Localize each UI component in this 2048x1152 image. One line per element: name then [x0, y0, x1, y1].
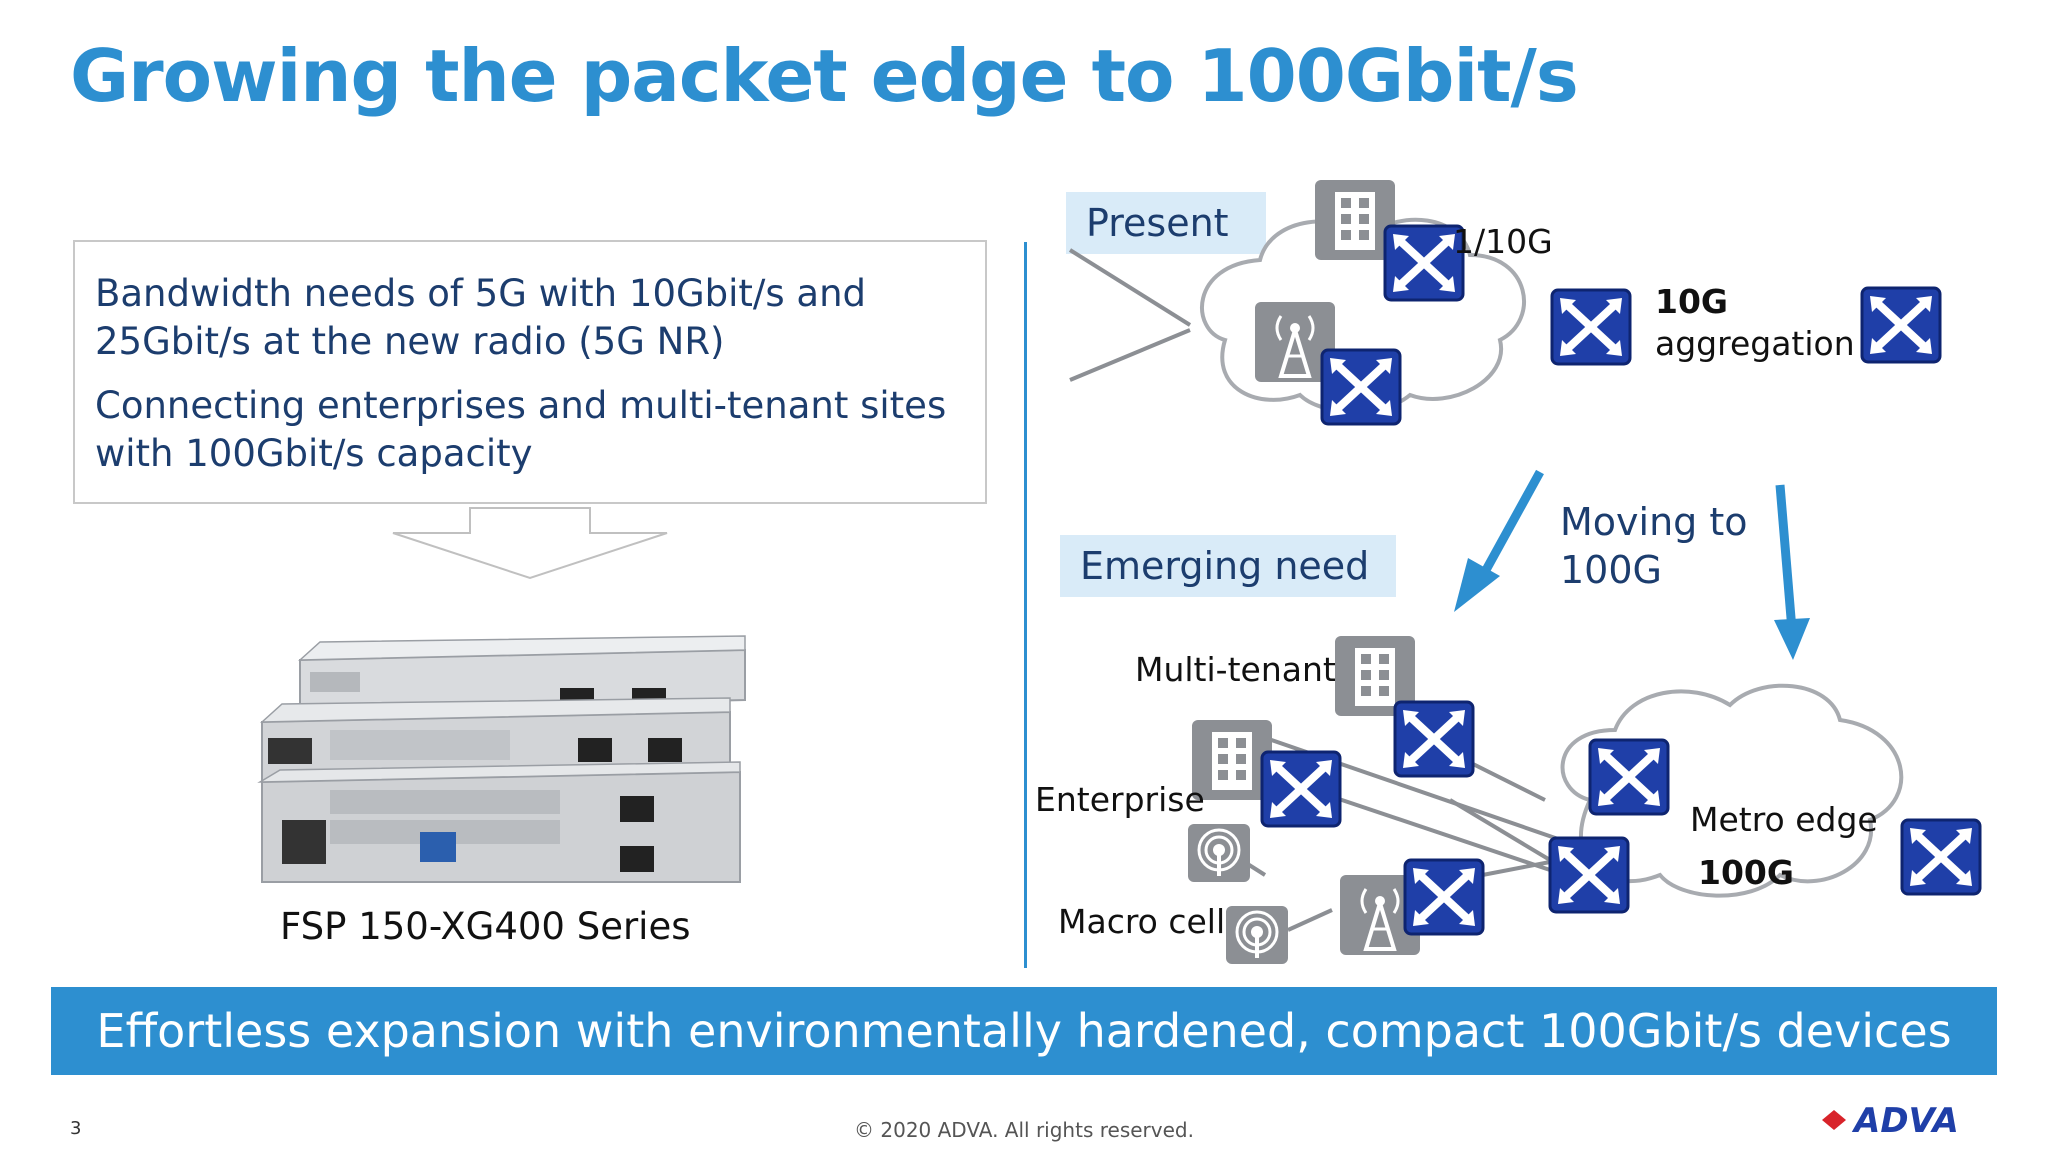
metro-cloud — [1560, 683, 1904, 898]
copyright-text: © 2020 ADVA. All rights reserved. — [854, 1118, 1194, 1142]
metro-speed-label: 100G — [1698, 853, 1794, 892]
emerging-label: Emerging need — [1060, 535, 1396, 597]
down-arrow-icon — [392, 507, 668, 580]
bullet-bandwidth: Bandwidth needs of 5G with 10Gbit/s and … — [95, 272, 867, 363]
page-number: 3 — [70, 1118, 82, 1139]
bullet-enterprises: Connecting enterprises and multi-tenant … — [95, 384, 947, 475]
adva-logo: ADVA — [1822, 1101, 1959, 1140]
macro-cell-label: Macro cell — [1058, 902, 1226, 941]
logo-text: ADVA — [1851, 1101, 1959, 1140]
callout-box: Bandwidth needs of 5G with 10Gbit/s and … — [73, 240, 987, 504]
slide-title: Growing the packet edge to 100Gbit/s — [70, 34, 1579, 118]
link-speed-label: 1/10G — [1453, 222, 1553, 261]
enterprise-label: Enterprise — [1035, 780, 1205, 819]
logo-mark-icon — [1822, 1110, 1846, 1130]
aggregation-speed-label: 10G — [1655, 282, 1729, 321]
aggregation-label: aggregation — [1655, 324, 1855, 363]
product-illustration — [257, 507, 746, 883]
moving-to-speed-label: 100G — [1560, 548, 1662, 592]
moving-to-label: Moving to — [1560, 500, 1748, 544]
metro-edge-label: Metro edge — [1690, 800, 1878, 839]
network-diagram — [1068, 180, 2048, 966]
multi-tenant-label: Multi-tenant — [1135, 650, 1336, 689]
device-image — [257, 635, 746, 883]
summary-banner: Effortless expansion with environmentall… — [51, 987, 1997, 1075]
present-label: Present — [1066, 192, 1266, 254]
vertical-divider — [1024, 242, 1027, 968]
product-caption: FSP 150-XG400 Series — [280, 905, 691, 948]
